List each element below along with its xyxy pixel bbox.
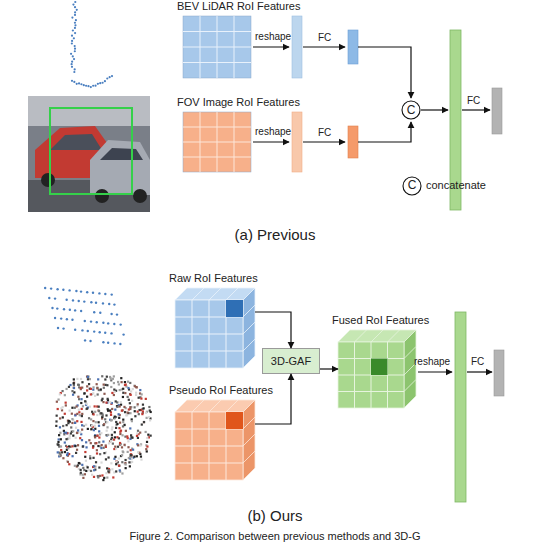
node-text: 3D-GAF bbox=[262, 348, 320, 374]
legend-text: concatenate bbox=[426, 179, 486, 192]
flow-arrow bbox=[320, 368, 338, 369]
feature-grid-shape bbox=[183, 112, 251, 172]
operation-label: FC bbox=[318, 127, 331, 139]
concat-circle: C bbox=[401, 100, 421, 120]
feature-cube-shape bbox=[338, 330, 416, 408]
feature-heading: Pseudo RoI Features bbox=[169, 384, 273, 397]
camera-image bbox=[28, 96, 150, 212]
panel-label: (a) Previous bbox=[0, 226, 550, 243]
operation-label: reshape bbox=[255, 126, 291, 138]
operation-label: reshape bbox=[255, 31, 291, 43]
previous-head bbox=[403, 30, 502, 210]
flow-arrow bbox=[255, 374, 291, 424]
previous-lidar-branch bbox=[253, 16, 411, 98]
feature-heading: Raw RoI Features bbox=[169, 272, 258, 285]
feature-heading: Fused RoI Features bbox=[332, 314, 429, 327]
operation-label: FC bbox=[467, 95, 480, 107]
operation-label: reshape bbox=[414, 356, 450, 368]
fusion-module-box: 3D-GAF bbox=[262, 348, 320, 374]
operation-label: FC bbox=[471, 356, 484, 368]
legend-circle bbox=[403, 177, 421, 195]
feature-heading: BEV LiDAR RoI Features bbox=[177, 0, 301, 13]
operation-label: C bbox=[404, 179, 420, 193]
ours-head bbox=[418, 312, 504, 502]
feature-cube-shape bbox=[175, 400, 255, 480]
feature-grid: FOV Image RoI Features bbox=[183, 112, 251, 172]
panel-label: (b) Ours bbox=[0, 507, 550, 524]
feature-grid: BEV LiDAR RoI Features bbox=[183, 16, 251, 78]
feature-heading: FOV Image RoI Features bbox=[177, 96, 300, 109]
feature-cube: Raw RoI Features bbox=[175, 288, 255, 368]
flow-arrow bbox=[255, 312, 291, 348]
feature-cube: Fused RoI Features bbox=[338, 330, 416, 408]
previous-image-branch bbox=[253, 112, 411, 172]
feature-cube: Pseudo RoI Features bbox=[175, 400, 255, 480]
operation-label: FC bbox=[318, 32, 331, 44]
figure-caption: Figure 2. Comparison between previous me… bbox=[0, 530, 550, 543]
point-clouds bbox=[44, 1, 152, 481]
feature-cube-shape bbox=[175, 288, 255, 368]
node-text: C bbox=[401, 100, 421, 120]
feature-grid-shape bbox=[183, 16, 251, 78]
